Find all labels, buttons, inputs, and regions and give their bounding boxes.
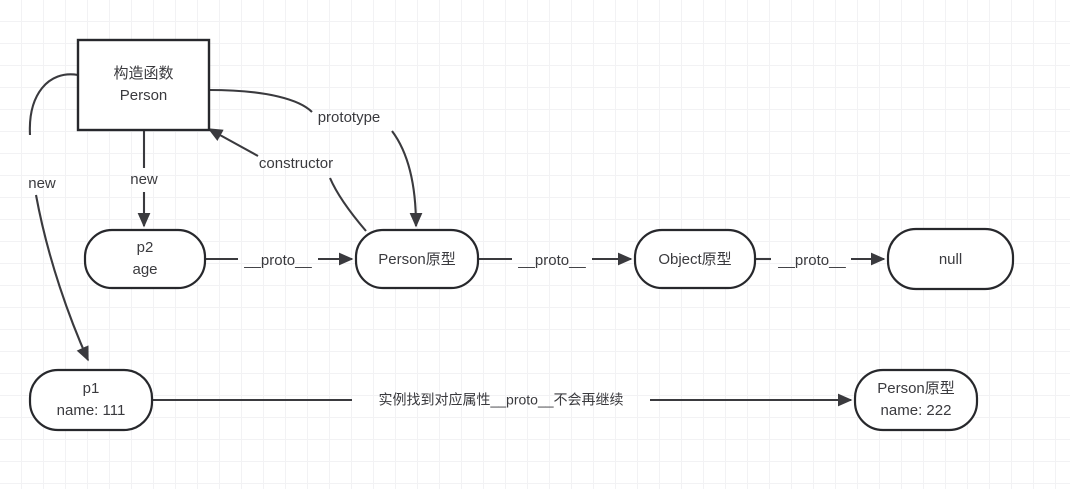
edge-personproto-proto: __proto__	[478, 252, 633, 269]
edge-prototype-segment-lower	[391, 130, 423, 228]
node-person-proto-name-box[interactable]	[853, 368, 979, 432]
edge-prototype-label: prototype	[318, 109, 381, 126]
node-person-line2: Person	[120, 87, 168, 104]
node-person-proto-name-line2: name: 222	[881, 402, 952, 419]
edge-personproto-proto-label: __proto__	[517, 252, 586, 269]
node-person-proto-name-line1: Person原型	[877, 380, 955, 397]
edge-constructor: constructor	[207, 128, 367, 232]
node-p1-line2: name: 111	[57, 402, 126, 419]
edge-new-p1: new	[28, 73, 89, 362]
edge-objectproto-proto-label: __proto__	[777, 252, 846, 269]
edge-prototype-segment-upper	[208, 88, 313, 113]
node-person-proto-box[interactable]	[354, 228, 480, 290]
edge-lookup-label: 实例找到对应属性__proto__不会再继续	[378, 392, 623, 408]
node-person[interactable]: 构造函数 Person	[76, 38, 211, 132]
node-object-proto[interactable]: Object原型	[633, 228, 757, 290]
node-person-box[interactable]	[76, 38, 211, 132]
node-p2[interactable]: p2 age	[83, 228, 207, 290]
node-person-proto-name[interactable]: Person原型 name: 222	[853, 368, 979, 432]
node-p2-line1: p2	[137, 239, 154, 256]
node-object-proto-label: Object原型	[658, 251, 731, 268]
edge-objectproto-proto: __proto__	[755, 252, 886, 269]
edge-new-p2: new	[130, 131, 158, 228]
node-null-box[interactable]	[886, 227, 1015, 291]
node-p1-box[interactable]	[28, 368, 154, 432]
node-p2-line2: age	[132, 261, 157, 278]
node-person-line1: 构造函数	[113, 65, 173, 82]
edge-p2-proto: __proto__	[205, 252, 354, 269]
edge-lookup: 实例找到对应属性__proto__不会再继续	[152, 392, 853, 408]
node-p2-box[interactable]	[83, 228, 207, 290]
edge-constructor-label: constructor	[259, 155, 333, 172]
edge-new-p2-label: new	[130, 171, 158, 188]
node-person-proto-label: Person原型	[378, 251, 456, 268]
edge-constructor-segment-upper	[207, 128, 259, 157]
node-person-proto[interactable]: Person原型	[354, 228, 480, 290]
node-object-proto-box[interactable]	[633, 228, 757, 290]
edge-prototype: prototype	[208, 88, 423, 228]
edge-new-p1-label: new	[28, 175, 56, 192]
node-p1-line1: p1	[83, 380, 100, 397]
edge-constructor-segment-lower	[329, 177, 367, 232]
node-null-label: null	[939, 251, 962, 268]
edge-new-p1-segment-lower	[34, 194, 89, 362]
node-p1[interactable]: p1 name: 111	[28, 368, 154, 432]
node-null[interactable]: null	[886, 227, 1015, 291]
edge-new-p1-segment-upper	[28, 73, 79, 136]
edge-p2-proto-label: __proto__	[243, 252, 312, 269]
